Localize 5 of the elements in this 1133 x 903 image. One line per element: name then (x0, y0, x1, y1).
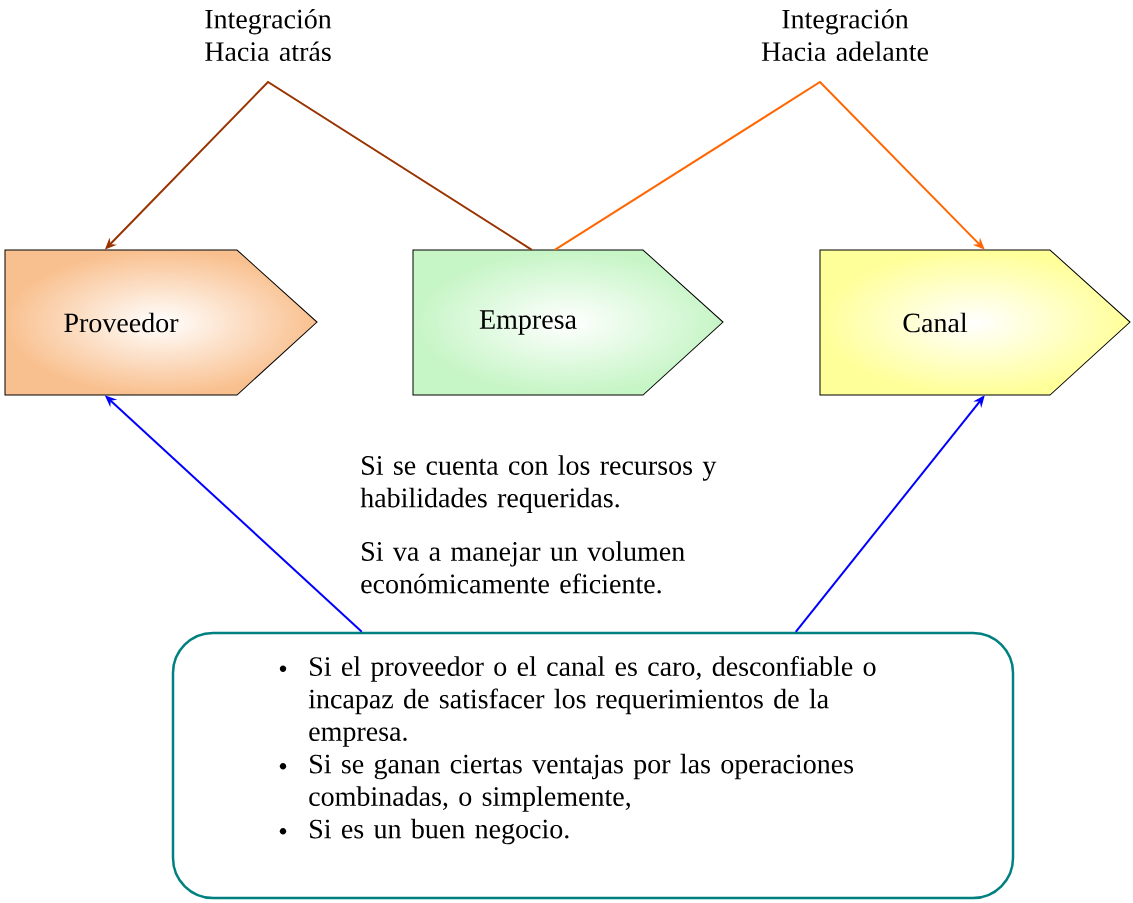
note-text: Si se cuenta con los recursos y habilidades requeridas. (360, 455, 717, 514)
edge-label: Integración Hacia atrás (187, 7, 349, 63)
rounded-box: Si el proveedor o el canal es caro, desconfiable o incapaz de satisfacer los requerimientos de la empresa. Si se ganan ciertas ventajas por las operaciones combinadas, o simplemente, Si es un buen negocio. (171, 631, 1015, 900)
note-text: Si va a manejar un volumen económicamente eficiente. (361, 541, 685, 594)
edge-label: Integración Hacia adelante (744, 7, 946, 63)
